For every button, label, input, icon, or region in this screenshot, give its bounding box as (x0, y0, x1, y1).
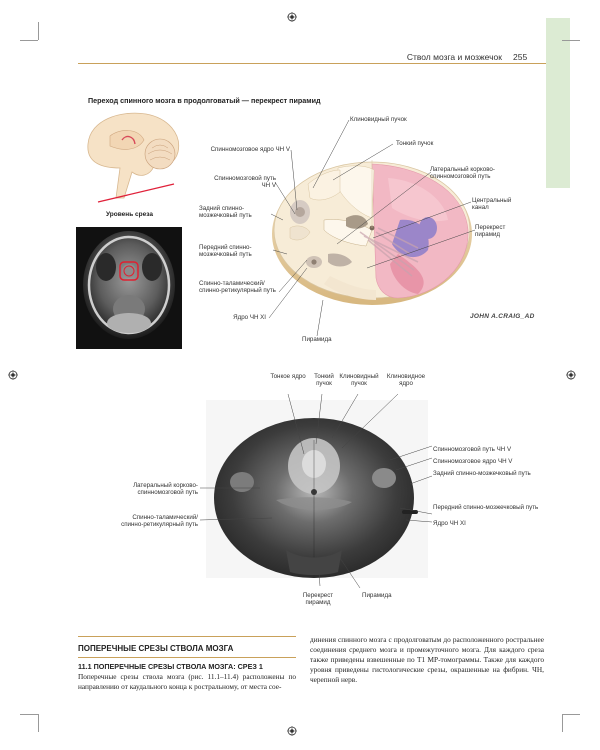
header-rule (78, 63, 546, 64)
registration-mark-top (287, 12, 297, 22)
label-b-lateral-kortiko: Латеральный корково-спинномозговой путь (133, 482, 198, 497)
label-klin-yadro: Клиновидное ядро (386, 373, 426, 388)
label-peredny-sm: Передний спинно-мозжечковый путь (199, 244, 252, 259)
illustrator-signature: JOHN A.CRAIG_AD (470, 313, 535, 320)
label-b-zadny-sm: Задний спинно-мозжечковый путь (433, 470, 531, 477)
running-title: Ствол мозга и мозжечок (406, 52, 502, 62)
label-sm-yadro-v: Спинномозговое ядро ЧН V (210, 146, 290, 153)
label-tonkoe-yadro: Тонкое ядро (270, 373, 306, 380)
registration-mark-right (566, 370, 576, 380)
label-spino-tal: Спинно-таламический/ спинно-ретикулярный… (199, 280, 276, 295)
section-subheading: 11.1 ПОПЕРЕЧНЫЕ СРЕЗЫ СТВОЛА МОЗГА: СРЕЗ… (78, 662, 263, 671)
side-tab (546, 18, 570, 188)
label-yadro-xi: Ядро ЧН XI (233, 314, 266, 321)
label-b-yadro-xi: Ядро ЧН XI (433, 520, 466, 527)
label-b-piramida: Пирамида (362, 592, 392, 599)
histology-section-image (206, 400, 428, 578)
label-klinovidny: Клиновидный пучок (350, 116, 407, 123)
registration-mark-bottom (287, 726, 297, 736)
section-rule-top (78, 636, 296, 637)
label-b-perekrest: Перекрест пирамид (302, 592, 334, 607)
label-lateral-kortiko: Латеральный корково-спинномозговой путь (430, 166, 495, 181)
label-zadny-sm: Задний спинно-мозжечковый путь (199, 205, 252, 220)
section-heading: ПОПЕРЕЧНЫЕ СРЕЗЫ СТВОЛА МОЗГА (78, 644, 234, 653)
label-klin-puchok: Клиновидный пучок (339, 373, 379, 388)
figure-title: Переход спинного мозга в продолговатый —… (88, 96, 321, 105)
medulla-cross-section-illustration (272, 160, 472, 305)
section-rule-bottom (78, 657, 296, 658)
body-text-left: Поперечные срезы ствола мозга (рис. 11.1… (78, 672, 296, 691)
histology-artifact (402, 510, 418, 514)
label-tonky: Тонкий пучок (396, 140, 434, 147)
label-sm-put-v: Спинномозговой путь ЧН V (214, 175, 276, 190)
page-number: 255 (513, 52, 528, 62)
level-label: Уровень среза (106, 211, 153, 218)
label-b-peredny-sm: Передний спинно-мозжечковый путь (433, 504, 539, 511)
crop-mark (38, 22, 39, 40)
registration-mark-left (8, 370, 18, 380)
body-text-right: динения спинного мозга с продолговатым д… (310, 635, 544, 684)
label-b-sm-put-v: Спинномозговой путь ЧН V (433, 446, 512, 453)
label-b-spino-tal: Спинно-таламический/ спинно-ретикулярный… (121, 514, 198, 529)
brain-sagittal-illustration (87, 112, 180, 203)
label-piramida: Пирамида (302, 336, 332, 343)
label-tonky-puchok: Тонкий пучок (314, 373, 334, 388)
label-perekrest: Перекрест пирамид (475, 224, 506, 239)
crop-mark (38, 714, 39, 732)
crop-mark (20, 714, 38, 715)
crop-mark (20, 40, 38, 41)
label-centralny: Центральный канал (472, 197, 512, 212)
crop-mark (562, 714, 580, 715)
label-b-sm-yadro-v: Спинномозговое ядро ЧН V (433, 458, 513, 465)
crop-mark (562, 40, 580, 41)
mri-image (76, 227, 182, 349)
bottom-figure-leader-lines (200, 393, 433, 589)
crop-mark (562, 714, 563, 732)
top-figure-leader-lines (268, 119, 476, 337)
